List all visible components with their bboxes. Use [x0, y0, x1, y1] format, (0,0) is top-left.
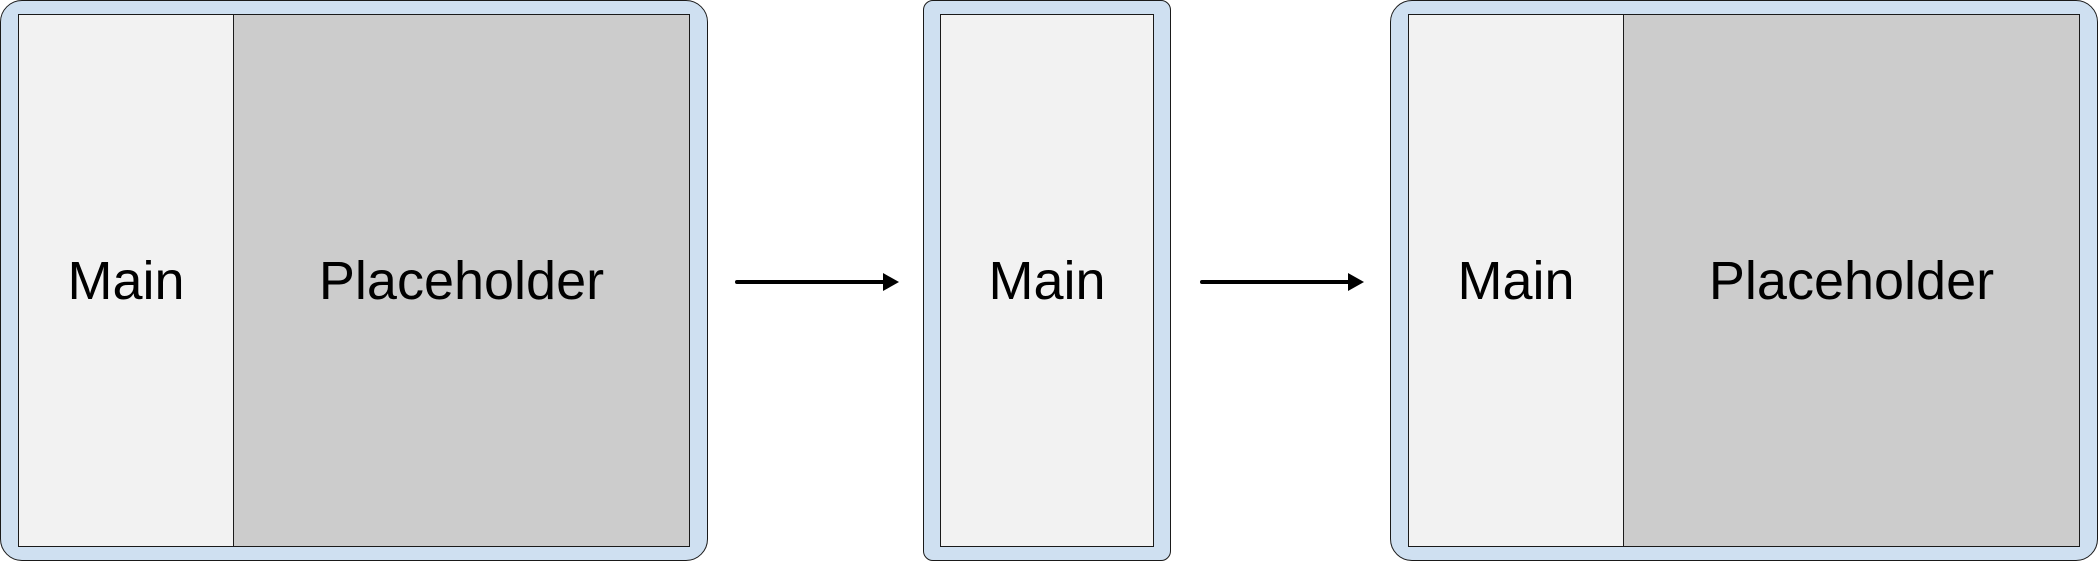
- device-large-after: Main Placeholder: [1390, 0, 2098, 561]
- placeholder-pane: Placeholder: [233, 15, 689, 546]
- right-arrow-icon: [1200, 273, 1364, 291]
- device-screen: Main Placeholder: [1408, 14, 2080, 547]
- right-arrow-icon: [735, 273, 899, 291]
- arrow-head: [883, 273, 899, 291]
- placeholder-pane-label: Placeholder: [318, 250, 605, 311]
- placeholder-pane-label: Placeholder: [1708, 250, 1995, 311]
- device-large-before: Main Placeholder: [0, 0, 708, 561]
- main-pane-label: Main: [1457, 250, 1575, 311]
- device-narrow: Main: [923, 0, 1171, 561]
- main-pane: Main: [19, 15, 233, 546]
- placeholder-pane: Placeholder: [1623, 15, 2079, 546]
- main-pane: Main: [941, 15, 1153, 546]
- device-screen: Main: [940, 14, 1154, 547]
- arrow-head: [1348, 273, 1364, 291]
- main-pane-label: Main: [67, 250, 185, 311]
- main-pane: Main: [1409, 15, 1623, 546]
- main-pane-label: Main: [988, 250, 1106, 311]
- device-screen: Main Placeholder: [18, 14, 690, 547]
